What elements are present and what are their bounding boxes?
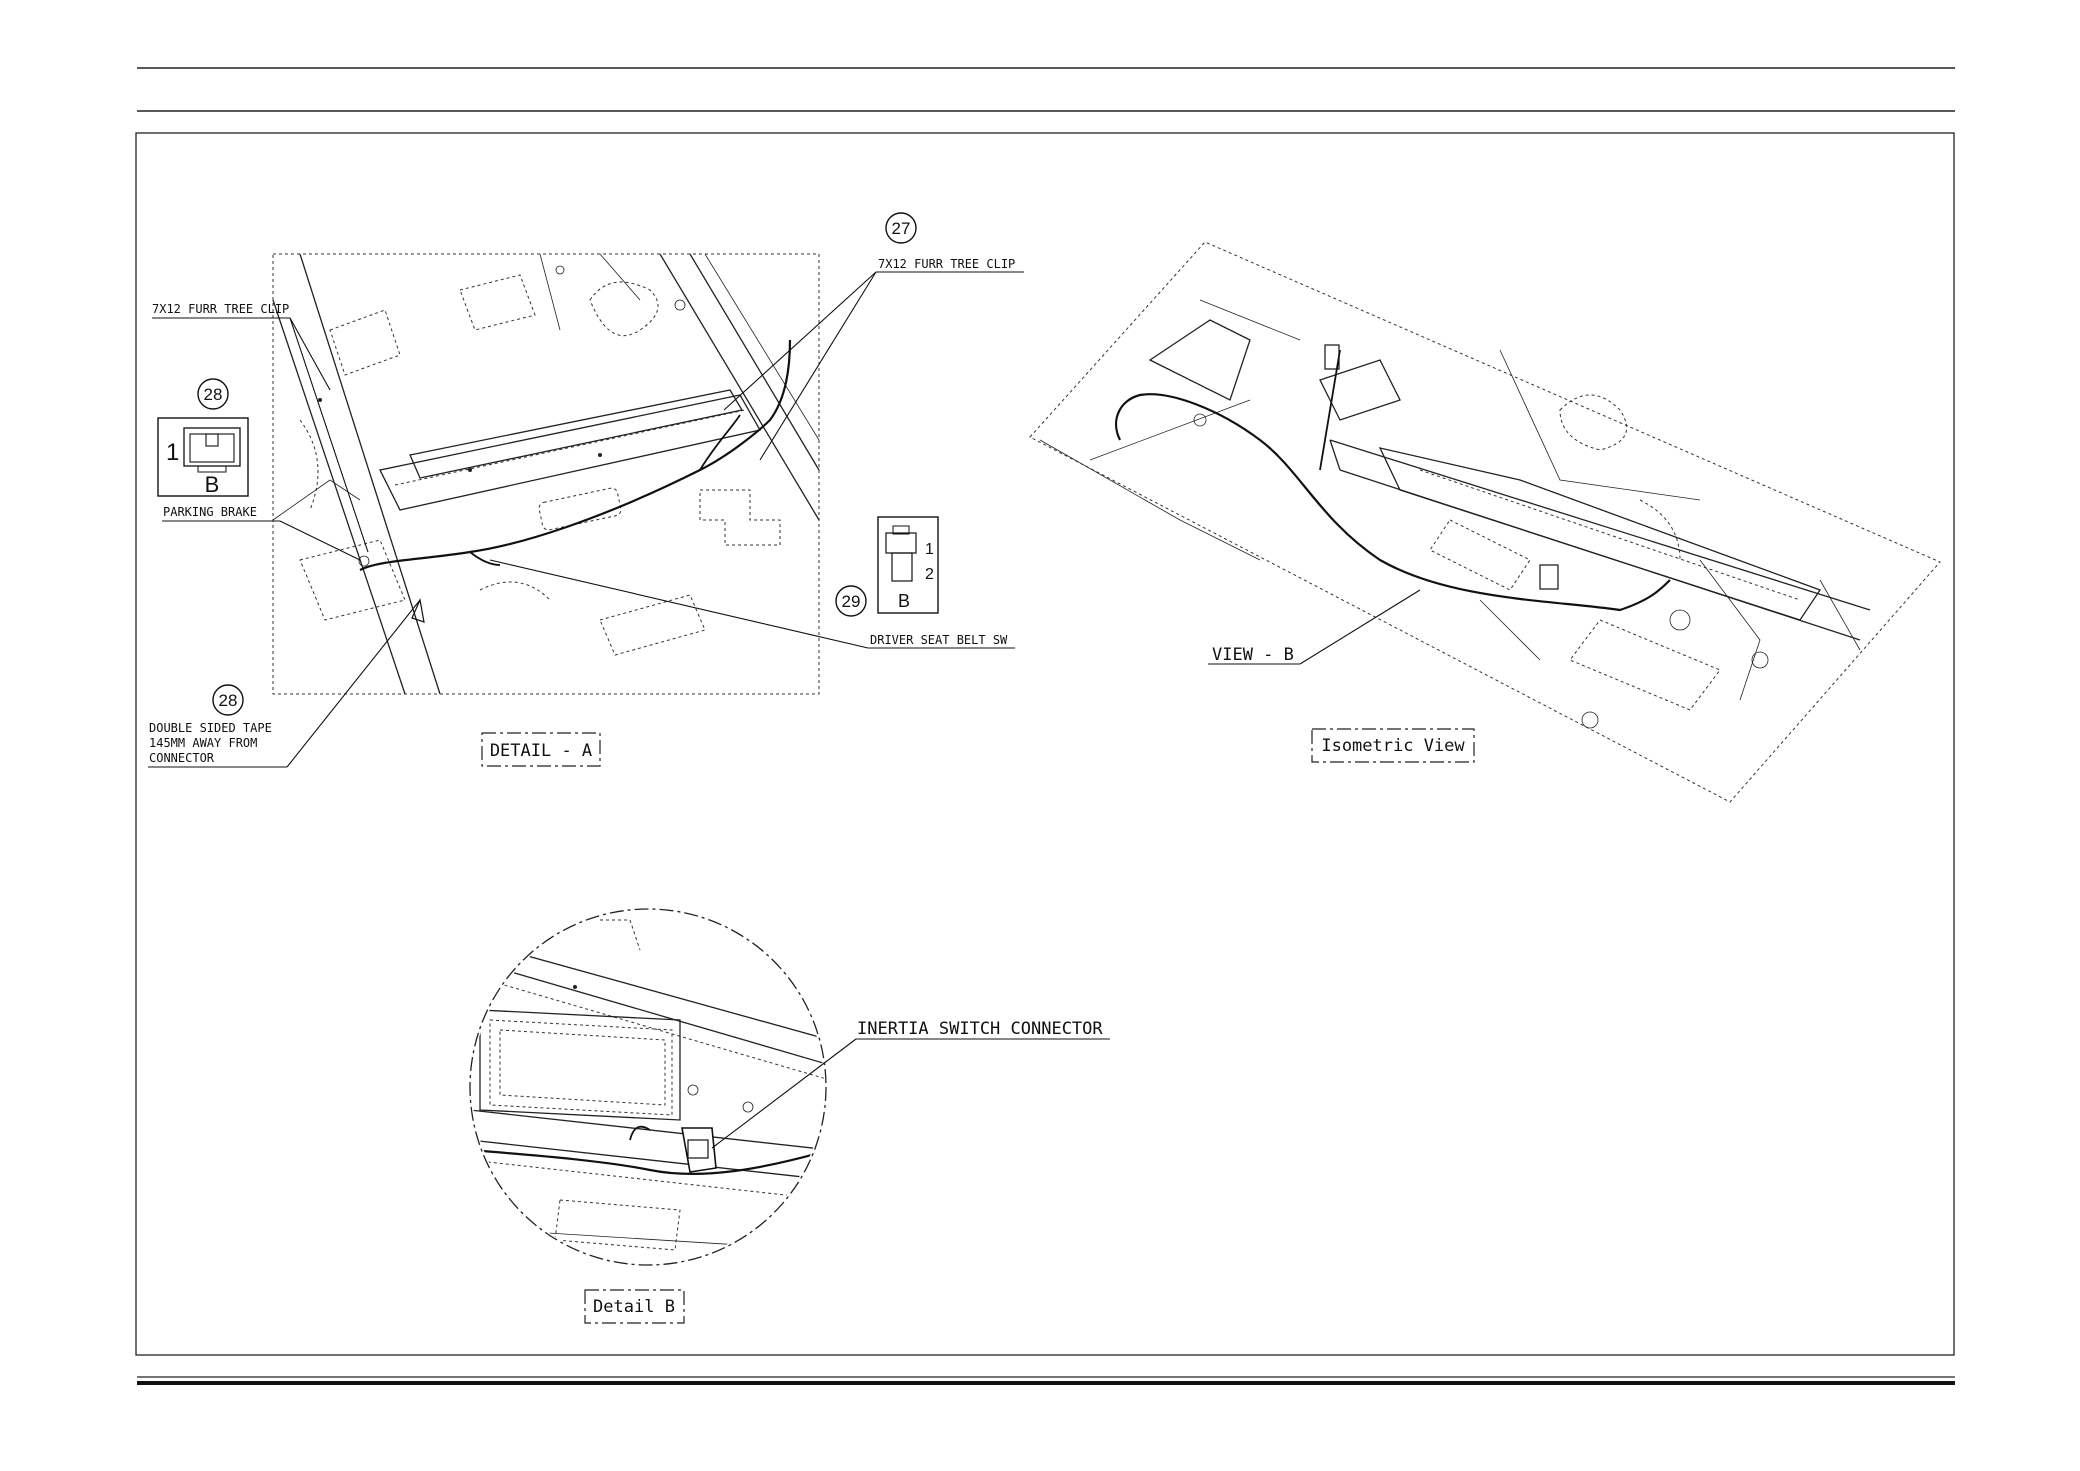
- header-rules: [137, 67, 1955, 112]
- connector-29-face: 1 2 B: [877, 516, 939, 614]
- svg-text:27: 27: [892, 219, 911, 238]
- label-furr-tree-clip-right: 7X12 FURR TREE CLIP: [878, 257, 1015, 271]
- view-b-leader-diagonal: [1299, 589, 1421, 665]
- connector-28-face: 1 B: [157, 417, 249, 497]
- label-inertia-switch-connector: INERTIA SWITCH CONNECTOR: [857, 1019, 1103, 1039]
- svg-text:Isometric View: Isometric View: [1321, 736, 1465, 756]
- svg-text:28: 28: [204, 385, 223, 404]
- svg-text:B: B: [205, 472, 220, 497]
- label-double-sided-tape: DOUBLE SIDED TAPE: [149, 721, 272, 735]
- detail-a-caption: DETAIL - A: [481, 732, 601, 767]
- drawing-frame: [135, 132, 1955, 1356]
- svg-text:B: B: [898, 591, 910, 611]
- detail-a-drawing: [272, 253, 820, 695]
- isometric-view-drawing: [1029, 241, 1941, 803]
- svg-text:1: 1: [166, 439, 179, 466]
- svg-text:28: 28: [219, 691, 238, 710]
- isometric-view-caption: Isometric View: [1311, 728, 1475, 763]
- detail-b-caption: Detail B: [584, 1289, 685, 1324]
- balloon-27: 27: [885, 212, 917, 244]
- label-parking-brake: PARKING BRAKE: [163, 505, 257, 519]
- label-furr-tree-clip-left: 7X12 FURR TREE CLIP: [152, 302, 289, 316]
- svg-text:1: 1: [925, 541, 934, 558]
- footer-rules: [137, 1376, 1955, 1385]
- balloon-29: 29: [835, 585, 867, 617]
- balloon-28-connector: 28: [197, 378, 229, 410]
- svg-text:29: 29: [842, 592, 861, 611]
- detail-b-drawing: [469, 908, 827, 1266]
- label-driver-seat-belt-sw: DRIVER SEAT BELT SW: [870, 633, 1008, 647]
- svg-text:2: 2: [925, 566, 934, 583]
- detail-a-leaders: [148, 271, 1024, 768]
- detail-b-leader-diagonal: [711, 1038, 857, 1149]
- svg-text:DETAIL - A: DETAIL - A: [490, 741, 592, 761]
- svg-text:Detail B: Detail B: [593, 1297, 675, 1317]
- label-tape-distance: 145MM AWAY FROM: [149, 736, 257, 750]
- view-b-label: VIEW - B: [1212, 645, 1294, 665]
- label-tape-connector: CONNECTOR: [149, 751, 215, 765]
- balloon-28-tape: 28: [212, 684, 244, 716]
